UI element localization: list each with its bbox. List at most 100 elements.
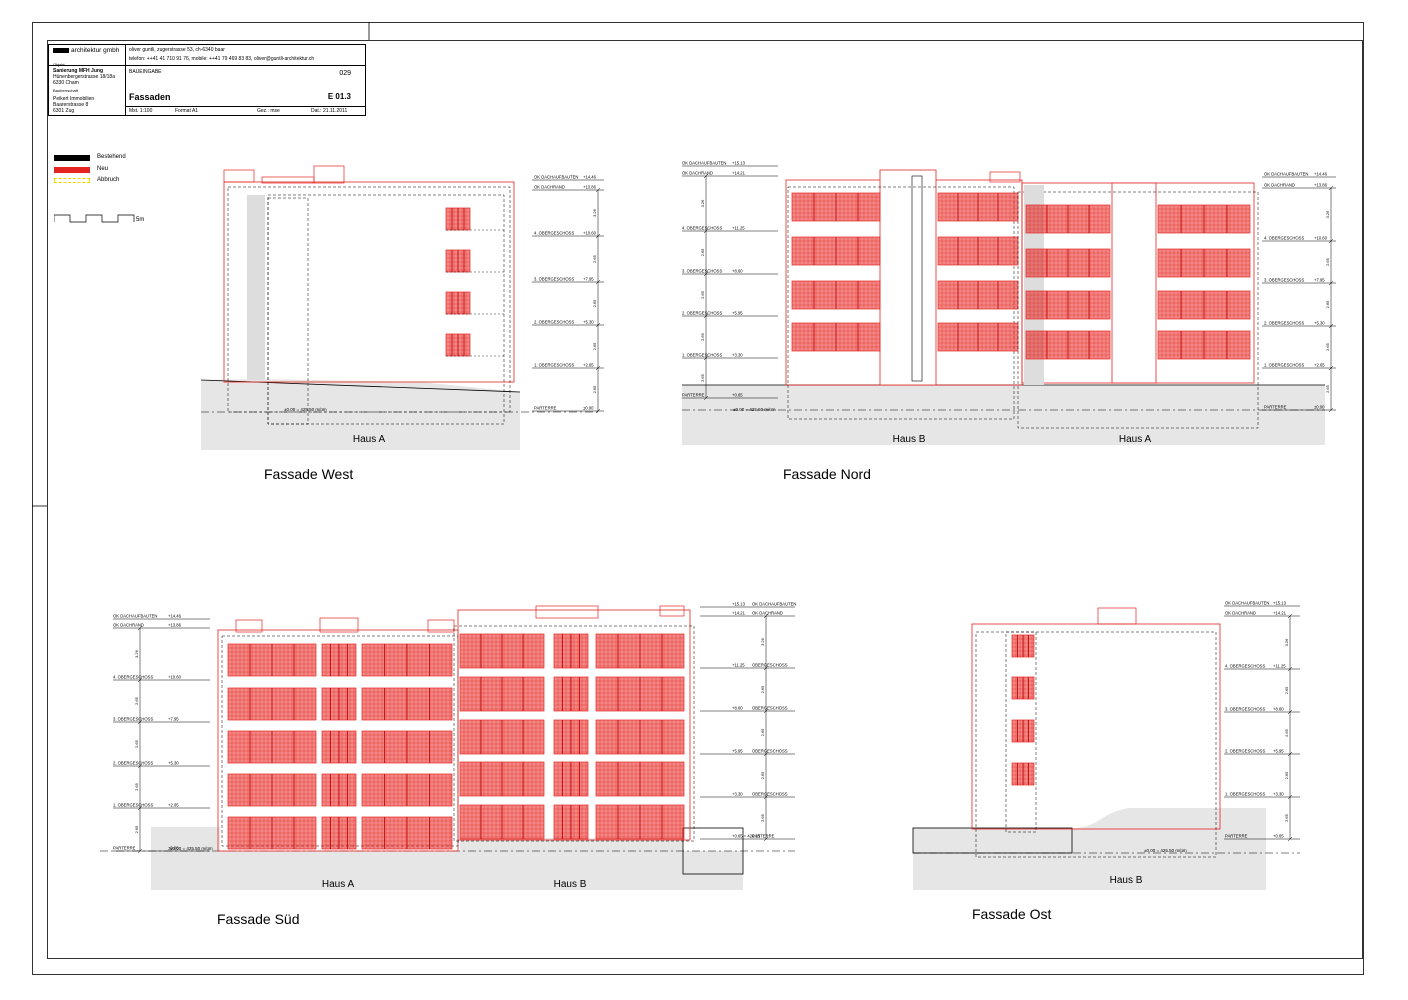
sued-left-level-value: +10.60: [168, 675, 182, 680]
sued-right-level-name: OK DACHAUFBAUTEN: [752, 602, 796, 607]
ost-dim-label: 2.65: [1284, 686, 1289, 695]
sued-left-dim-tick: [137, 763, 143, 769]
sued-right-dim-tick: [763, 836, 769, 842]
company-name: architektur gmbh: [71, 47, 120, 54]
sued-left-level-name: 2. OBERGESCHOSS: [113, 761, 153, 766]
nord-left-dim-tick: [703, 228, 709, 234]
west-dim-tick: [595, 279, 601, 285]
nord-left-level-value: +14.21: [732, 171, 746, 176]
nord-right-level-value: +13.86: [1314, 183, 1328, 188]
nord-left-dim-tick: [703, 355, 709, 361]
west-datum-label: ±0.00 = 425.50 m/üm: [284, 407, 327, 412]
nord-haus-b-band-left-3: [791, 280, 881, 310]
sued-left-level-value: +5.30: [168, 761, 179, 766]
sued-right-dim-label: 3.26: [760, 637, 765, 646]
nord-ground: [682, 385, 1325, 445]
ost-level-name: OK DACHRAND: [1225, 611, 1256, 616]
sued-right-dim-tick: [763, 708, 769, 714]
west-level-value: +7.95: [583, 277, 594, 282]
ost-level-name: 3. OBERGESCHOSS: [1225, 707, 1265, 712]
sued-left-dim-label: 2.65: [134, 696, 139, 705]
ost-house-label: Haus B: [1110, 875, 1143, 886]
caption-fassade-west: Fassade West: [264, 466, 354, 482]
sued-haus-a-roof-1: [235, 619, 263, 633]
ost-dim-label: 2.65: [1284, 771, 1289, 780]
west-dim-tick: [595, 322, 601, 328]
sued-right-level-name: OBERGESCHOSS: [752, 749, 788, 754]
west-dim-tick: [595, 187, 601, 193]
legend-swatch-abbruch: [54, 178, 90, 183]
sued-right-dim-tick: [763, 665, 769, 671]
caption-fassade-nord: Fassade Nord: [783, 466, 871, 482]
bauherr-line-1: Peikert Immobilien: [53, 96, 95, 102]
nord-haus-b-band-left-4: [791, 322, 881, 352]
west-dim-tick: [595, 365, 601, 371]
nord-right-dim-tick: [1328, 365, 1334, 371]
nord-haus-a-band-right-3: [1157, 290, 1251, 320]
sued-left-level-value: +13.86: [168, 623, 182, 628]
scale-bar: [54, 214, 135, 223]
nord-right-dim-tick: [1328, 238, 1334, 244]
west-level-value: +2.65: [583, 363, 594, 368]
nord-left-dim-tick: [703, 271, 709, 277]
sued-haus-b-band-right-2: [595, 676, 685, 712]
nord-haus-b-band-right-1: [937, 192, 1019, 222]
sued-left-dim-label: 2.65: [134, 782, 139, 791]
nord-left-level-name: 2. OBERGESCHOSS: [682, 311, 722, 316]
west-dim-label: 3.26: [592, 208, 597, 217]
title-block-divider: [125, 45, 126, 115]
sued-right-level-value: +8.60: [732, 706, 743, 711]
sued-haus-a-band-mid-5: [321, 816, 357, 850]
nord-left-level-value: +3.30: [732, 353, 743, 358]
sued-left-dim-label: 2.65: [134, 739, 139, 748]
west-outline-red: [223, 181, 515, 383]
west-dim-tick: [595, 408, 601, 414]
sued-right-dim-tick: [763, 794, 769, 800]
nord-right-dim-label: 2.65: [1325, 342, 1330, 351]
sued-haus-a-band-right-5: [361, 816, 453, 850]
west-balcony-1: [445, 207, 471, 231]
nord-right-dim-label: 2.65: [1325, 257, 1330, 266]
sued-haus-a-band-mid-4: [321, 773, 357, 807]
ost-dim-label: 3.26: [1284, 638, 1289, 647]
title-block-hline: [49, 65, 365, 66]
nord-house-label-b: Haus B: [893, 434, 926, 445]
west-dim-label: 2.65: [592, 299, 597, 308]
ost-level-value: +0.65: [1273, 834, 1284, 839]
nord-left-dim-tick: [703, 313, 709, 319]
sued-haus-b-band-right-4: [595, 761, 685, 797]
west-ground: [201, 379, 520, 450]
caption-fassade-sued: Fassade Süd: [217, 911, 300, 927]
ost-dim-label: 2.65: [1284, 813, 1289, 822]
legend-swatch-neu: [54, 167, 90, 173]
ost-dim-tick: [1287, 794, 1293, 800]
west-level-name: 3. OBERGESCHOSS: [534, 277, 574, 282]
company-address: oliver guntli, zugerstrasse 53, ch-6340 …: [129, 47, 225, 53]
sued-haus-a-band-right-4: [361, 773, 453, 807]
objekt-line-2: Hünenbergerstrasse 18/18a: [53, 74, 115, 80]
west-balcony-3: [445, 291, 471, 315]
ost-ground: [913, 828, 1266, 890]
ost-dim-tick: [1287, 666, 1293, 672]
nord-haus-a-band-right-4: [1157, 330, 1251, 360]
nord-left-level-name: 4. OBERGESCHOSS: [682, 226, 722, 231]
sued-right-level-value: +5.95: [732, 749, 743, 754]
sued-right-level-name: OBERGESCHOSS: [752, 663, 788, 668]
sued-haus-a-band-mid-2: [321, 687, 357, 721]
nord-house-label-a: Haus A: [1119, 434, 1152, 445]
nord-left-level-value: +11.25: [732, 226, 745, 231]
sued-haus-a-roof-2: [319, 617, 359, 633]
bauherr-line-2: Baarerstrasse 8: [53, 102, 89, 108]
ost-level-value: +3.30: [1273, 792, 1284, 797]
nord-left-level-name: 3. OBERGESCHOSS: [682, 269, 722, 274]
nord-datum-label: ±0.00 = 425.50 m/üm: [733, 407, 776, 412]
sued-haus-a-band-left-2: [227, 687, 317, 721]
nord-right-dim-tick: [1328, 185, 1334, 191]
sued-haus-b-roof-2: [659, 605, 685, 617]
nord-left-dim-label: 3.26: [700, 199, 705, 208]
legend-label-bestehend: Bestehend: [97, 154, 126, 160]
west-level-value: ±0.00: [583, 406, 594, 411]
west-level-name: 4. OBERGESCHOSS: [534, 231, 574, 236]
